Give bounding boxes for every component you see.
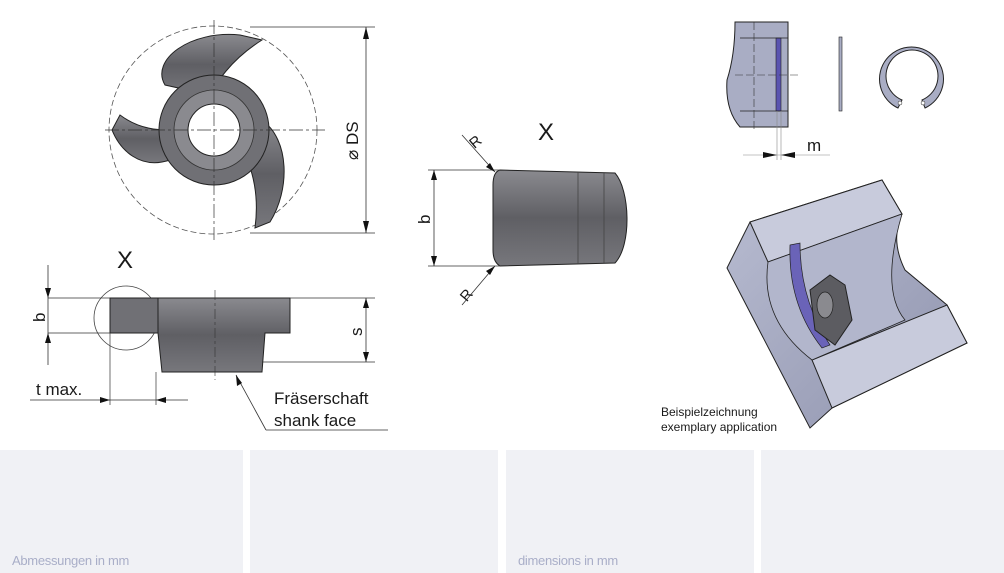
m-label: m bbox=[807, 136, 821, 155]
example-application-view: Beispielzeichnung exemplary application bbox=[661, 179, 968, 434]
example-label-en: exemplary application bbox=[661, 420, 777, 434]
shank-label-de: Fräserschaft bbox=[274, 389, 369, 408]
groove-section-view: m bbox=[726, 21, 944, 160]
b-label-detail: b bbox=[415, 215, 434, 224]
info-panel-2 bbox=[250, 450, 498, 573]
cutter-side-view: X b s t max. Fräserschaft shank face bbox=[30, 247, 388, 431]
units-label-en: dimensions in mm bbox=[518, 553, 618, 568]
example-label-de: Beispielzeichnung bbox=[661, 405, 758, 419]
s-label: s bbox=[347, 328, 366, 337]
units-label-de: Abmessungen in mm bbox=[12, 553, 130, 568]
b-label-side: b bbox=[30, 313, 49, 322]
diameter-label: ⌀ DS bbox=[343, 121, 362, 160]
detail-x-label: X bbox=[117, 247, 133, 274]
technical-drawing: ⌀ DS X b s t max. Fräserschaft shank fac… bbox=[30, 20, 968, 434]
cutter-front-view: ⌀ DS bbox=[105, 20, 375, 240]
r-label-bottom: R bbox=[457, 286, 477, 305]
r-label-top: R bbox=[466, 132, 485, 152]
info-panel-4 bbox=[761, 450, 1004, 573]
info-panel-1: Abmessungen in mm bbox=[0, 450, 243, 573]
info-panel-3: dimensions in mm bbox=[506, 450, 754, 573]
detail-x-title: X bbox=[538, 119, 554, 146]
shank-label-en: shank face bbox=[274, 411, 356, 430]
detail-x-view: X b R R bbox=[415, 119, 628, 306]
t-max-label: t max. bbox=[36, 380, 82, 399]
